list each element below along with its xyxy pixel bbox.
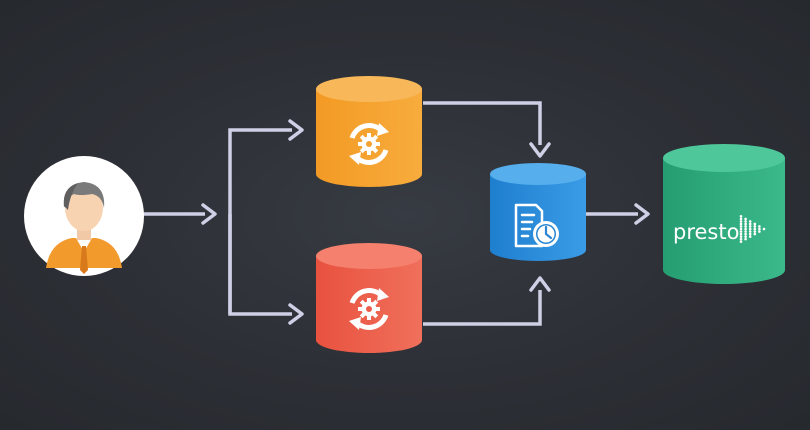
- connectors: [143, 101, 638, 326]
- presto-dot: [739, 215, 743, 218]
- presto-dot: [739, 227, 743, 231]
- scheduler-cylinder: [490, 163, 586, 261]
- arrowhead-source-b: [288, 303, 304, 325]
- sync-gear-icon: [349, 123, 389, 165]
- presto-dot: [739, 230, 743, 233]
- connector-source-b-to-scheduler: [423, 290, 542, 326]
- user-avatar-icon: [46, 182, 122, 274]
- presto-dot: [753, 230, 757, 233]
- presto-dot: [748, 222, 752, 226]
- arrowhead-source-a: [288, 119, 304, 141]
- presto-dot: [744, 220, 747, 223]
- presto-dot: [744, 235, 747, 238]
- presto-dot: [739, 235, 743, 238]
- presto-dot: [753, 225, 757, 228]
- presto-dot: [758, 227, 761, 231]
- presto-dot: [744, 222, 747, 226]
- presto-dot: [739, 240, 743, 243]
- presto-dot: [744, 227, 747, 231]
- arrowhead-user: [201, 203, 217, 225]
- presto-dot: [753, 227, 757, 231]
- presto-dot: [739, 232, 743, 236]
- connector-source-a-to-scheduler: [423, 101, 542, 145]
- arrowhead-presto: [634, 203, 650, 225]
- presto-dot: [744, 230, 747, 233]
- presto-cylinder: presto: [663, 144, 785, 284]
- presto-dot: [744, 217, 747, 221]
- presto-dot: [748, 227, 752, 231]
- arrowhead-into-scheduler-bottom: [529, 276, 551, 292]
- presto-dot: [739, 225, 743, 228]
- presto-dot: [739, 220, 743, 223]
- presto-label: presto: [673, 220, 739, 244]
- sync-gear-icon: [349, 288, 389, 330]
- presto-dot: [744, 225, 747, 228]
- presto-dot: [748, 232, 752, 236]
- arrowhead-into-scheduler-top: [529, 142, 551, 158]
- presto-dot: [758, 230, 761, 233]
- source-b-cylinder: [316, 243, 422, 353]
- presto-dot: [748, 230, 752, 233]
- presto-dot: [748, 225, 752, 228]
- document-clock-icon: [514, 203, 559, 248]
- arrowheads: [201, 119, 650, 325]
- presto-dot: [744, 237, 747, 241]
- source-a-cylinder: [316, 76, 422, 187]
- connector-split-to-source-b: [228, 214, 292, 316]
- user-node: [24, 156, 144, 276]
- presto-dot: [739, 237, 743, 241]
- presto-dot: [758, 225, 761, 228]
- presto-dot: [748, 220, 752, 223]
- connector-split-to-source-a: [228, 128, 292, 314]
- presto-dot: [748, 235, 752, 238]
- presto-dot: [739, 222, 743, 226]
- presto-dot: [744, 232, 747, 236]
- presto-arrow-dots-icon: [739, 215, 766, 243]
- presto-dot: [762, 227, 766, 231]
- presto-dot: [753, 222, 757, 226]
- presto-dot: [739, 217, 743, 221]
- presto-dot: [753, 232, 757, 236]
